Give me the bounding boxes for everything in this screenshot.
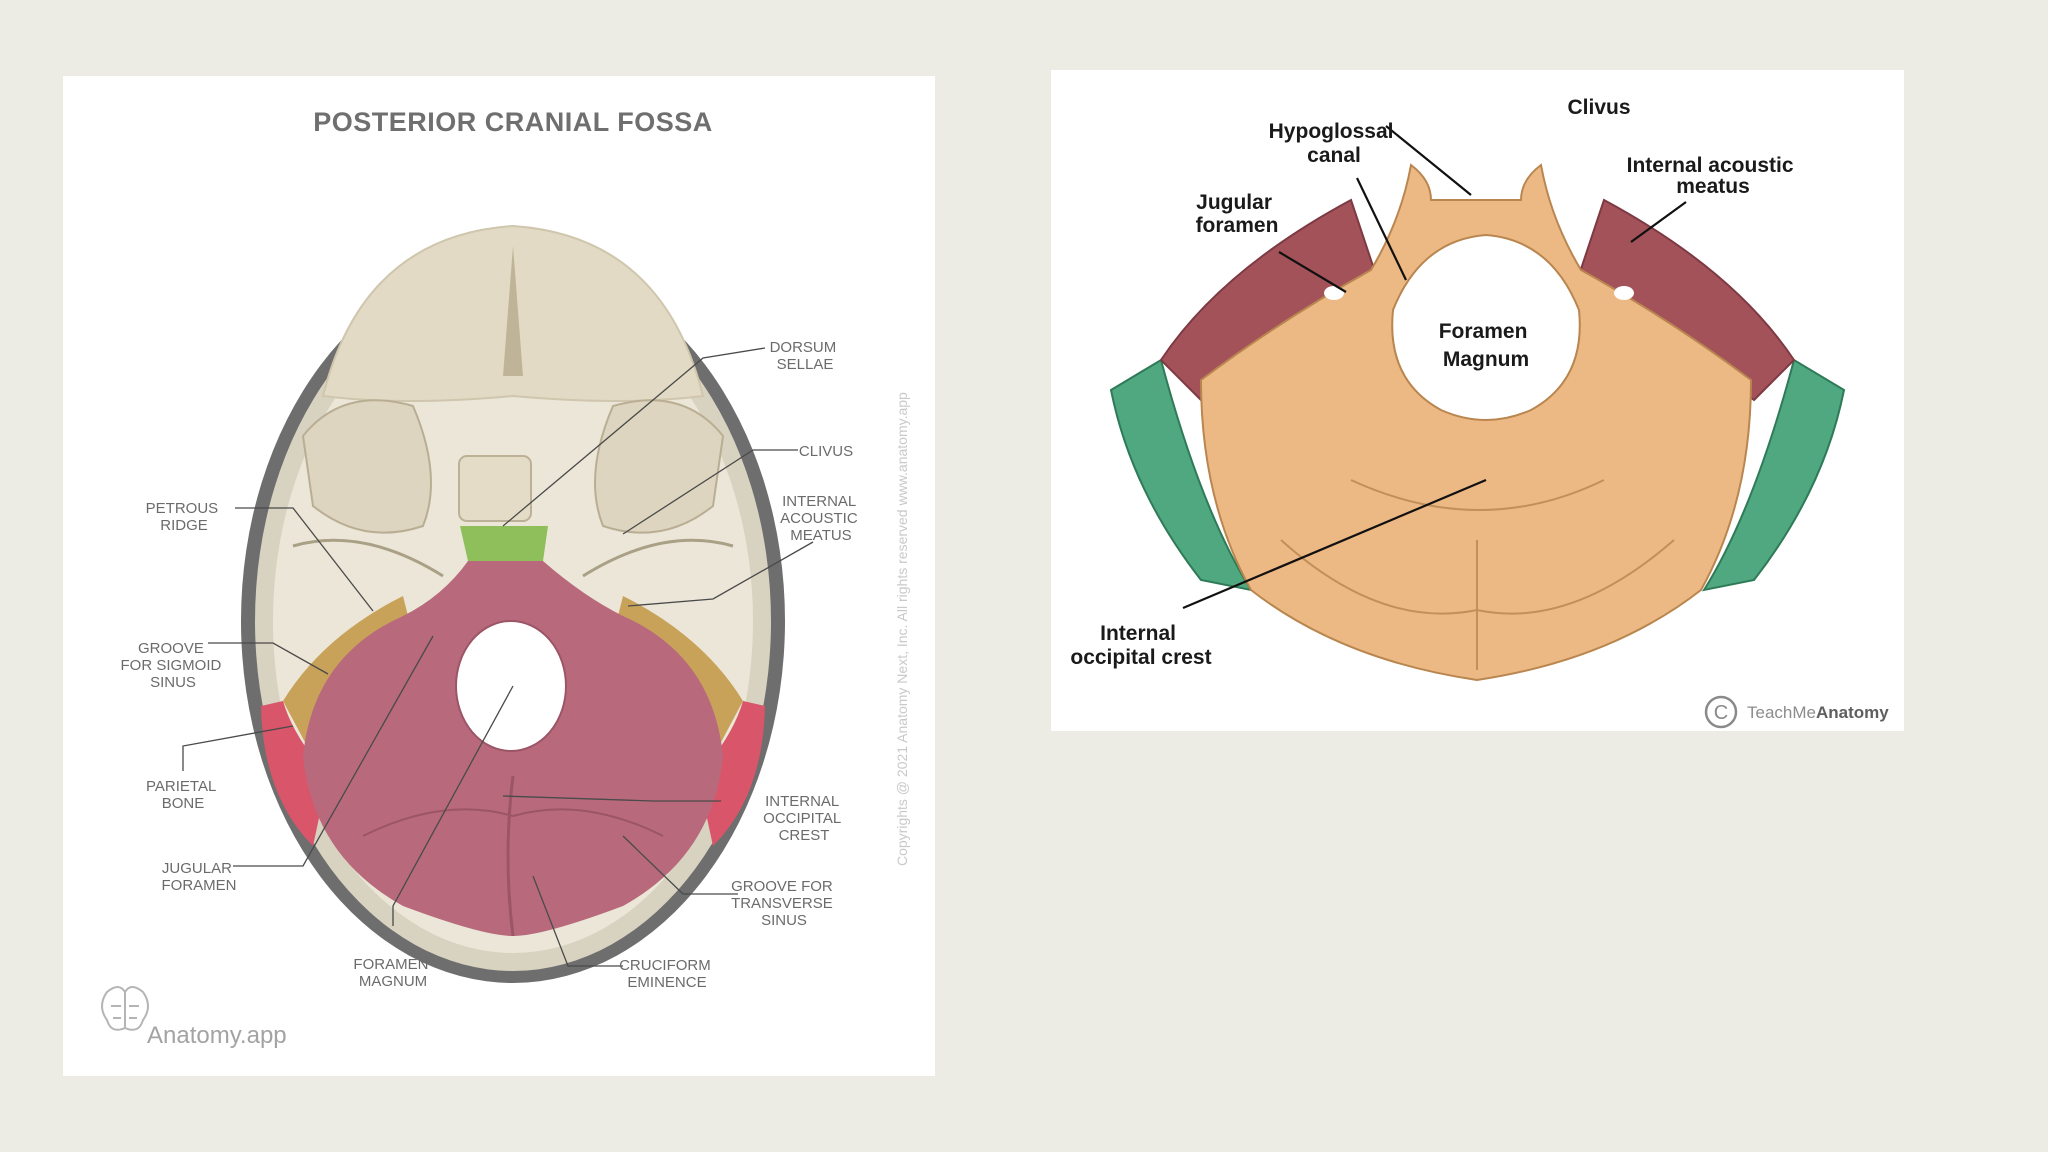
posterior-cranial-fossa-illustration: POSTERIOR CRANIAL FOSSA — [101, 107, 910, 1049]
svg-text:Hypoglossal canal: Hypoglossal canal — [1269, 120, 1400, 167]
svg-text:Internal acoustic meat: Internal acoustic meatus — [1627, 154, 1800, 198]
label-dorsum-sellae-1: DORSUM — [770, 339, 837, 356]
svg-text:GROOVE FOR TRANSVERSE: GROOVE FOR TRANSVERSE SINUS — [731, 878, 837, 929]
svg-text:C: C — [1714, 702, 1728, 724]
brand-teachme: TeachMe — [1747, 703, 1816, 722]
teachme-anatomy-logo: C TeachMeAnatomy — [1704, 695, 1889, 729]
svg-text:INTERNAL ACOUSTIC: INTERNAL ACOUSTIC MEATUS — [780, 493, 862, 544]
label-clivus-right: Clivus — [1567, 96, 1630, 119]
anatomy-app-brand: Anatomy.app — [147, 1022, 287, 1049]
svg-text:Internal occipital cre: Internal occipital crest — [1070, 622, 1211, 669]
teachme-occipital-illustration: Clivus Hypoglossal canal Internal acoust… — [1070, 96, 1889, 729]
svg-text:GROOVE FOR SIGMOID: GROOVE FOR SIGMOID SINUS — [120, 640, 225, 691]
anatomy-app-logo: Anatomy.app — [101, 986, 287, 1049]
brain-icon — [101, 986, 149, 1031]
svg-text:DORSUM SELLAE: DORSUM SELLAE — [770, 339, 841, 373]
svg-text:FORAMEN MAGNUM: FORAMEN MAGNUM — [353, 956, 432, 990]
right-figure-panel: Clivus Hypoglossal canal Internal acoust… — [1051, 70, 1904, 731]
label-dorsum-sellae-2: SELLAE — [777, 356, 834, 373]
right-labels: Clivus Hypoglossal canal Internal acoust… — [1070, 96, 1800, 669]
copyright-icon — [1704, 695, 1738, 729]
left-figure-panel: POSTERIOR CRANIAL FOSSA — [63, 76, 935, 1076]
skull-base-drawing — [241, 224, 785, 983]
svg-text:JUGULAR FORAMEN: JUGULAR FORAMEN — [162, 860, 237, 894]
svg-text:Foramen Magnum: Foramen Magnum — [1439, 320, 1534, 371]
occipital-bone-drawing — [1109, 163, 1846, 682]
left-title: POSTERIOR CRANIAL FOSSA — [313, 107, 713, 137]
copyright-watermark: Copyrights @ 2021 Anatomy Next, Inc. All… — [894, 392, 910, 866]
svg-text:TeachMeAnatomy: TeachMeAnatomy — [1747, 703, 1889, 722]
right-leader-lines — [1182, 125, 1687, 610]
svg-text:Jugular foramen: Jugular foramen — [1196, 191, 1279, 237]
label-clivus: CLIVUS — [799, 443, 853, 460]
brand-anatomy: Anatomy — [1816, 703, 1889, 722]
left-labels: DORSUM SELLAE CLIVUS INTERNAL ACOUSTIC M… — [120, 339, 862, 991]
svg-text:PETROUS RIDGE: PETROUS RIDGE — [146, 500, 223, 534]
svg-text:CRUCIFORM EMINENCE: CRUCIFORM EMINENCE — [619, 957, 715, 991]
svg-text:INTERNAL OCCIPITAL: INTERNAL OCCIPITAL CREST — [763, 793, 845, 844]
left-leader-lines — [182, 347, 814, 967]
svg-text:PARIETAL BONE: PARIETAL BONE — [146, 778, 220, 812]
